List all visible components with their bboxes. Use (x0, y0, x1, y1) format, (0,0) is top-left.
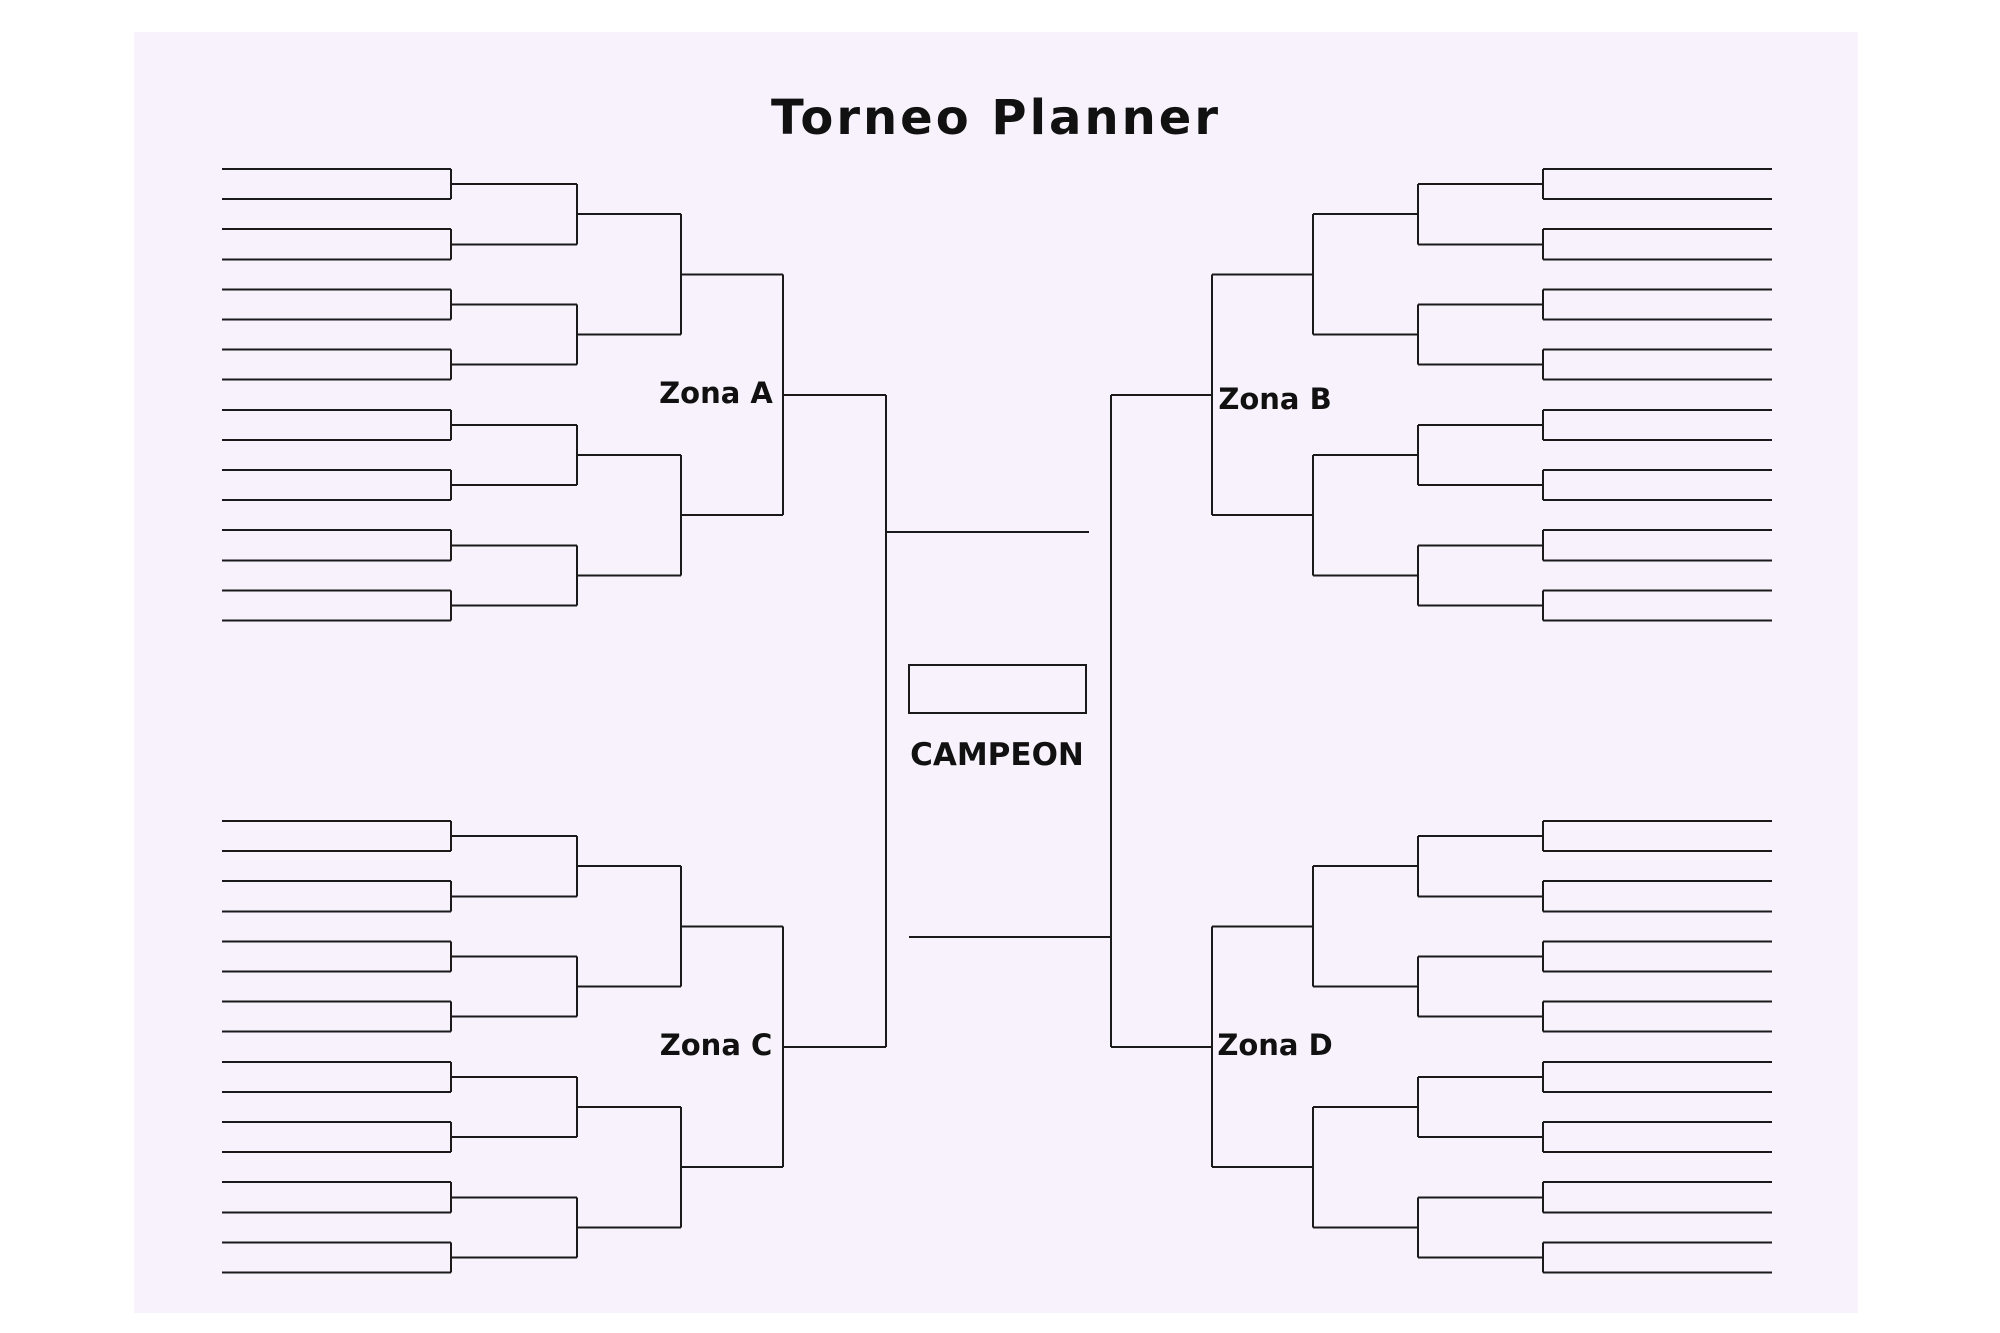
zone-label-d: Zona D (1217, 1028, 1332, 1062)
bracket-lines (222, 168, 1772, 1274)
champion-box[interactable] (908, 664, 1087, 714)
zone-label-b: Zona B (1218, 382, 1331, 416)
zone-label-a: Zona A (659, 376, 773, 410)
page-title: Torneo Planner (771, 90, 1221, 146)
champion-label: CAMPEON (910, 737, 1084, 773)
zone-label-c: Zona C (660, 1028, 773, 1062)
